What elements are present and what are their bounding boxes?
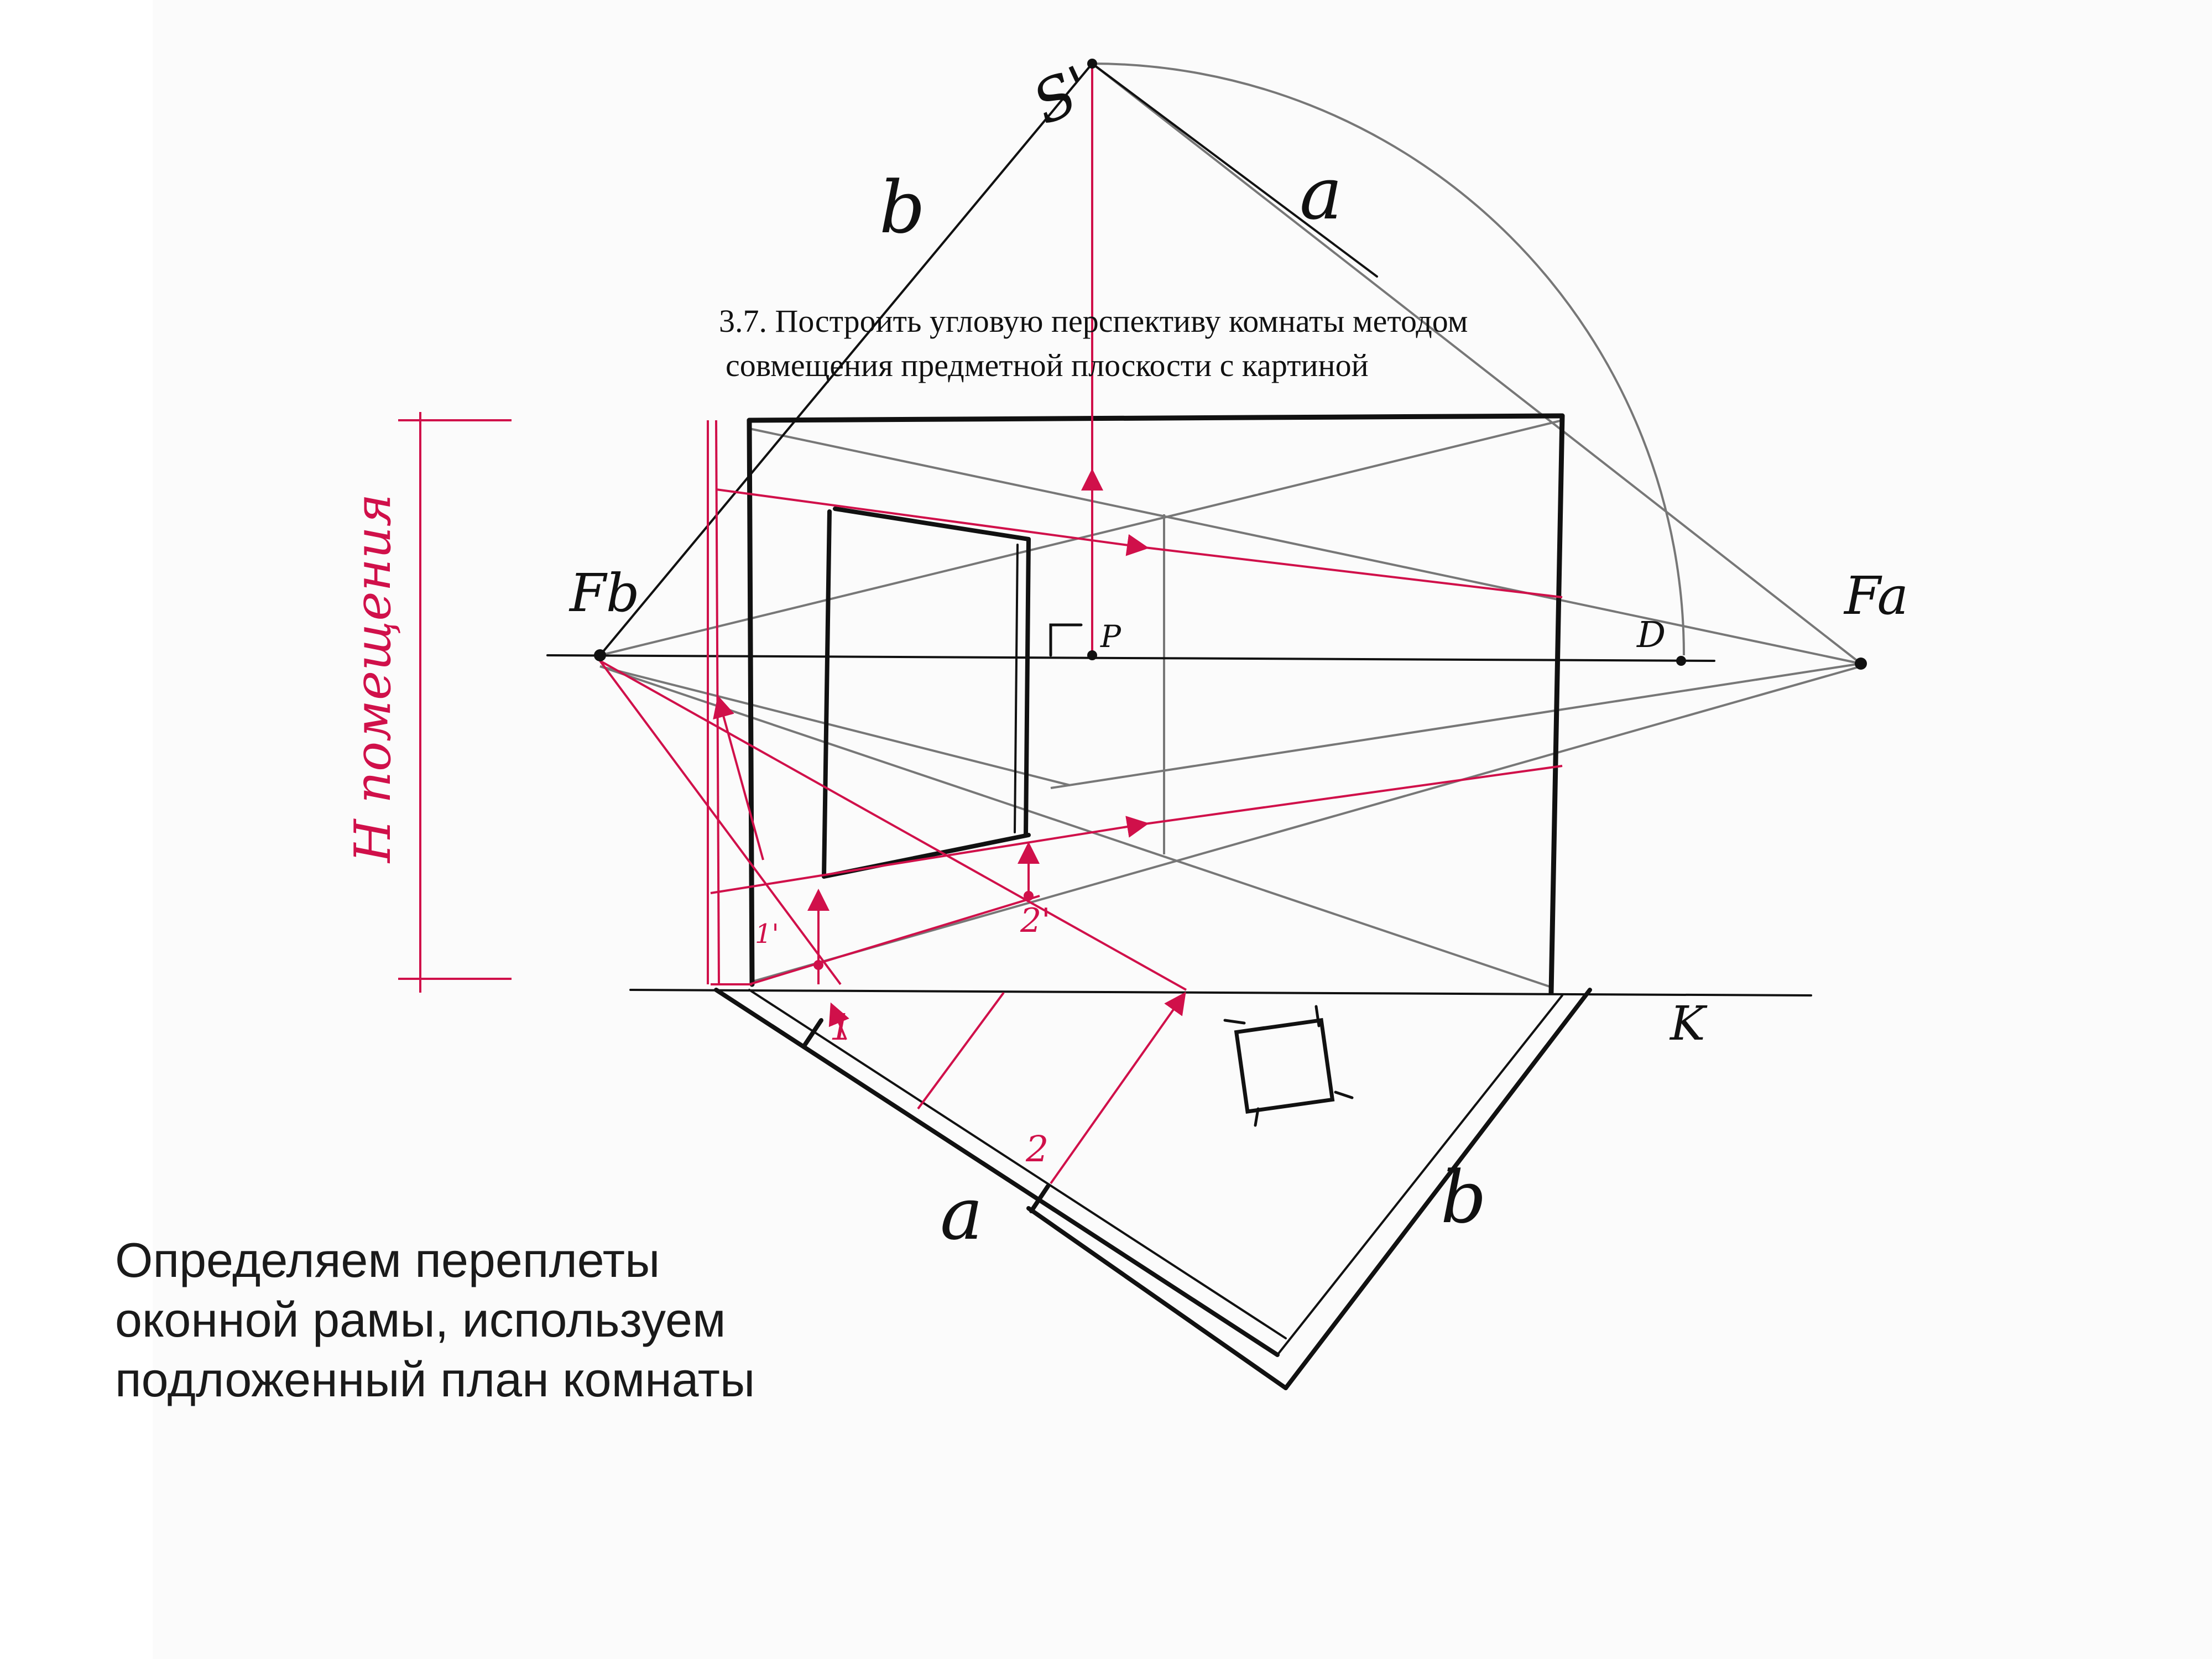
red-fb-to-2 xyxy=(599,660,1187,991)
frame-top xyxy=(747,413,1565,423)
caption-line-3: подложенный план комнаты xyxy=(115,1352,755,1407)
label-fb: Fb xyxy=(568,563,640,624)
red-1prime-to-2prime xyxy=(749,895,1040,985)
label-k: K xyxy=(1669,997,1708,1051)
label-p: P xyxy=(1100,619,1121,654)
window-left xyxy=(822,509,832,879)
caption: Определяем переплеты оконной рамы, испол… xyxy=(115,1230,945,1410)
label-1: 1 xyxy=(830,1007,852,1048)
point-1prime xyxy=(813,960,823,970)
frame-right xyxy=(1548,413,1565,995)
label-fa: Fa xyxy=(1843,566,1908,627)
point-s xyxy=(1087,59,1097,69)
point-d xyxy=(1676,656,1686,666)
label-plan-b: b xyxy=(1441,1155,1486,1239)
plan-window-mark-1 xyxy=(802,1018,823,1047)
red-height-left xyxy=(715,420,720,985)
label-2: 2 xyxy=(1025,1129,1048,1170)
label-a-top: a xyxy=(1300,152,1343,236)
label-1prime: 1' xyxy=(755,919,779,950)
point-p xyxy=(1087,650,1097,660)
line-a-top xyxy=(1091,62,1378,278)
plan-column-tick-c xyxy=(1254,1107,1260,1127)
plan-wall-a-lower xyxy=(1026,1206,1288,1390)
red-ray-bottom xyxy=(710,816,1149,894)
line-b-top xyxy=(599,62,1093,656)
red-ray-top-cont xyxy=(1144,546,1563,598)
ink-lines xyxy=(546,62,1812,1390)
red-construction xyxy=(398,64,1563,1185)
ray-fa-window-low xyxy=(1050,662,1861,789)
ray-fa-floor-left xyxy=(752,665,1861,983)
label-b-top: b xyxy=(879,165,925,249)
plan-column-tick-d xyxy=(1334,1091,1354,1099)
caption-line-2: оконной рамы, используем xyxy=(115,1292,726,1347)
point-fa xyxy=(1855,658,1867,670)
red-plan-1-up xyxy=(828,1002,849,1040)
plan-column xyxy=(1234,1018,1335,1114)
plan-wall-b-outer xyxy=(1284,988,1592,1390)
frame-left xyxy=(747,418,755,987)
plan-wall-a-outer xyxy=(714,988,1280,1357)
window-right xyxy=(1024,537,1031,837)
red-plan-2-parallel xyxy=(1050,992,1186,1185)
red-arrow-up-left xyxy=(713,695,764,860)
label-d: D xyxy=(1636,614,1666,656)
s-to-fa-diagonal xyxy=(1091,62,1862,665)
right-angle-mark xyxy=(1049,623,1083,657)
task-line-2: совмещения предметной плоскости с картин… xyxy=(726,347,1369,383)
ray-fb-window-bottom xyxy=(599,665,1071,786)
scanned-page xyxy=(153,0,2212,1659)
caption-line-1: Определяем переплеты xyxy=(115,1233,660,1287)
plan-window-mark-2 xyxy=(1029,1184,1050,1213)
red-plan-a-parallel xyxy=(917,992,1005,1110)
label-2prime: 2' xyxy=(1020,901,1051,940)
label-height: H помещения xyxy=(344,494,402,864)
plan-wall-a-inner xyxy=(748,989,1287,1339)
ray-fa-ceiling-left xyxy=(749,427,1861,665)
point-fb xyxy=(594,649,606,661)
window-right-inner xyxy=(1014,544,1019,833)
horizon-line xyxy=(546,654,1715,662)
label-plan-a: a xyxy=(940,1172,983,1256)
plan-column-tick-a xyxy=(1223,1019,1246,1025)
points xyxy=(594,59,1867,970)
window-top xyxy=(833,507,1031,541)
picture-base-line xyxy=(629,989,1812,997)
construction-lines xyxy=(599,62,1862,988)
task-line-1: 3.7. Построить угловую перспективу комна… xyxy=(719,303,1468,339)
ray-fb-floor-right xyxy=(599,665,1552,988)
point-2prime xyxy=(1024,891,1034,901)
red-fb-to-1 xyxy=(599,660,842,985)
red-ray-top xyxy=(716,488,1149,556)
plan-wall-b-inner xyxy=(1276,994,1563,1356)
red-ray-bottom-cont xyxy=(1144,765,1563,825)
plan-column-tick-b xyxy=(1314,1005,1321,1027)
